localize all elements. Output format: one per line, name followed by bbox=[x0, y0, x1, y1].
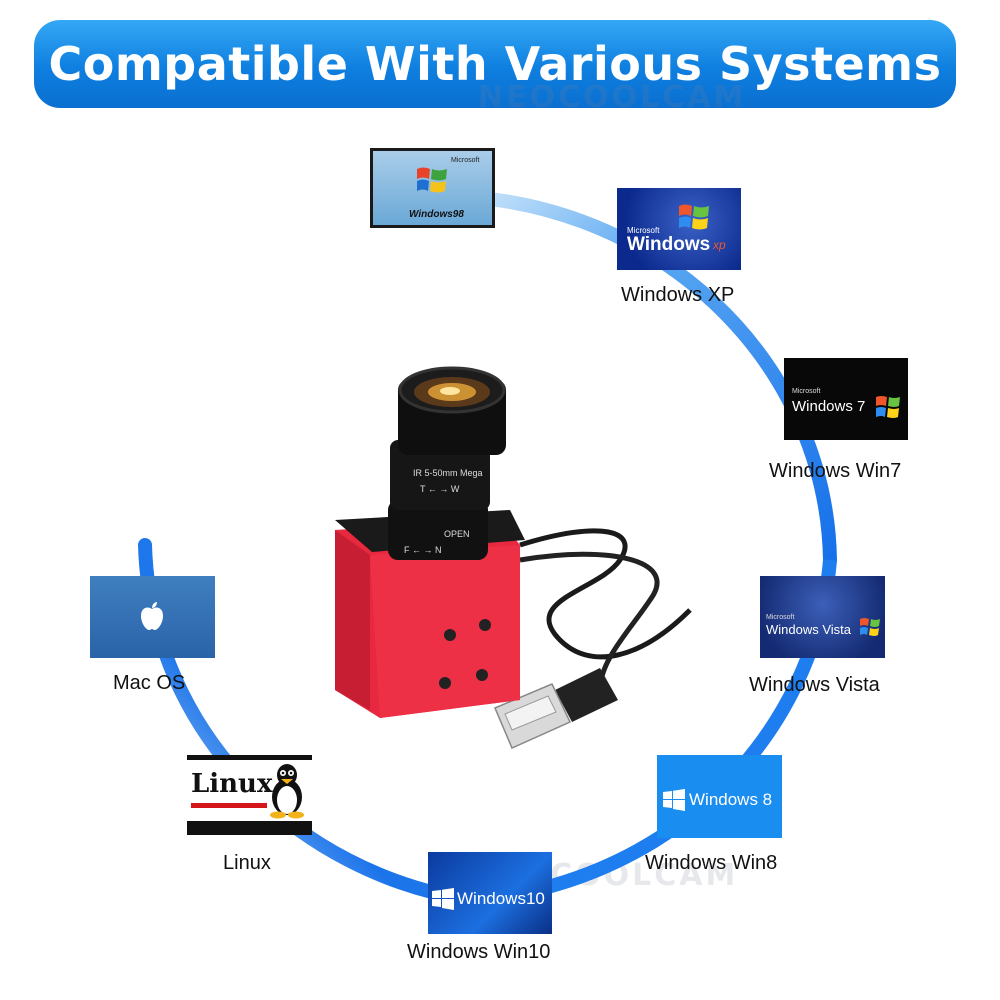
zoom-marks-text: T ← → W bbox=[420, 484, 460, 494]
windows-text: Windows bbox=[627, 234, 711, 255]
windows-xp-logo: Microsoft Windows xp bbox=[617, 188, 741, 270]
lens-spec-text: IR 5-50mm Mega bbox=[413, 468, 483, 478]
windows7-text: Windows 7 bbox=[792, 398, 866, 415]
focus-marks-text: F ← → N bbox=[404, 545, 442, 555]
label-mac-os: Mac OS bbox=[113, 672, 186, 694]
windows7-logo: Microsoft Windows 7 bbox=[784, 358, 908, 440]
windows98-logo: Microsoft Windows98 bbox=[370, 148, 495, 228]
macos-logo bbox=[90, 576, 215, 658]
usb-cable bbox=[519, 528, 692, 660]
label-windows-vista: Windows Vista bbox=[749, 674, 880, 696]
title-banner: Compatible With Various Systems bbox=[34, 20, 956, 108]
label-linux: Linux bbox=[223, 852, 271, 874]
usb-camera-illustration: IR 5-50mm Mega T ← → W OPEN F ← → N bbox=[335, 366, 692, 749]
apple-icon bbox=[141, 602, 163, 630]
microsoft-label: Microsoft bbox=[627, 226, 660, 235]
ring-arc-top-right bbox=[433, 189, 837, 567]
iris-open-text: OPEN bbox=[444, 529, 470, 539]
windows98-text: Windows98 bbox=[409, 209, 464, 220]
microsoft-label: Microsoft bbox=[451, 157, 480, 164]
windows-vista-logo: Microsoft Windows Vista bbox=[760, 576, 885, 658]
windows-flag-icon bbox=[860, 618, 880, 636]
microsoft-label: Microsoft bbox=[766, 614, 795, 621]
windows10-text: Windows10 bbox=[457, 889, 545, 908]
usb-plug bbox=[494, 668, 618, 749]
windows-flag-icon bbox=[876, 396, 900, 418]
watermark: NEOCOOLCAM bbox=[478, 80, 747, 115]
windows-vista-text: Windows Vista bbox=[766, 622, 852, 637]
camera-lens bbox=[388, 366, 506, 560]
windows-tiles-icon bbox=[432, 888, 454, 910]
tux-penguin-icon bbox=[270, 764, 304, 819]
banner-title: Compatible With Various Systems bbox=[48, 37, 942, 91]
label-windows-win7: Windows Win7 bbox=[769, 460, 902, 482]
windows-flag-icon bbox=[679, 204, 709, 230]
usb-cable-loop bbox=[519, 551, 660, 691]
linux-text: Linux bbox=[191, 769, 273, 799]
windows-tiles-icon bbox=[663, 789, 685, 811]
xp-suffix: xp bbox=[713, 238, 726, 252]
linux-logo: Linux bbox=[187, 755, 312, 835]
windows8-text: Windows 8 bbox=[689, 790, 773, 809]
windows8-logo: Windows 8 bbox=[657, 755, 782, 838]
microsoft-label: Microsoft bbox=[792, 388, 821, 395]
windows-flag-icon bbox=[417, 167, 447, 193]
label-windows-win8: Windows Win8 bbox=[645, 852, 778, 874]
label-windows-win10: Windows Win10 bbox=[407, 941, 551, 963]
windows10-logo: Windows10 bbox=[428, 852, 552, 934]
label-windows-xp: Windows XP bbox=[621, 284, 735, 306]
